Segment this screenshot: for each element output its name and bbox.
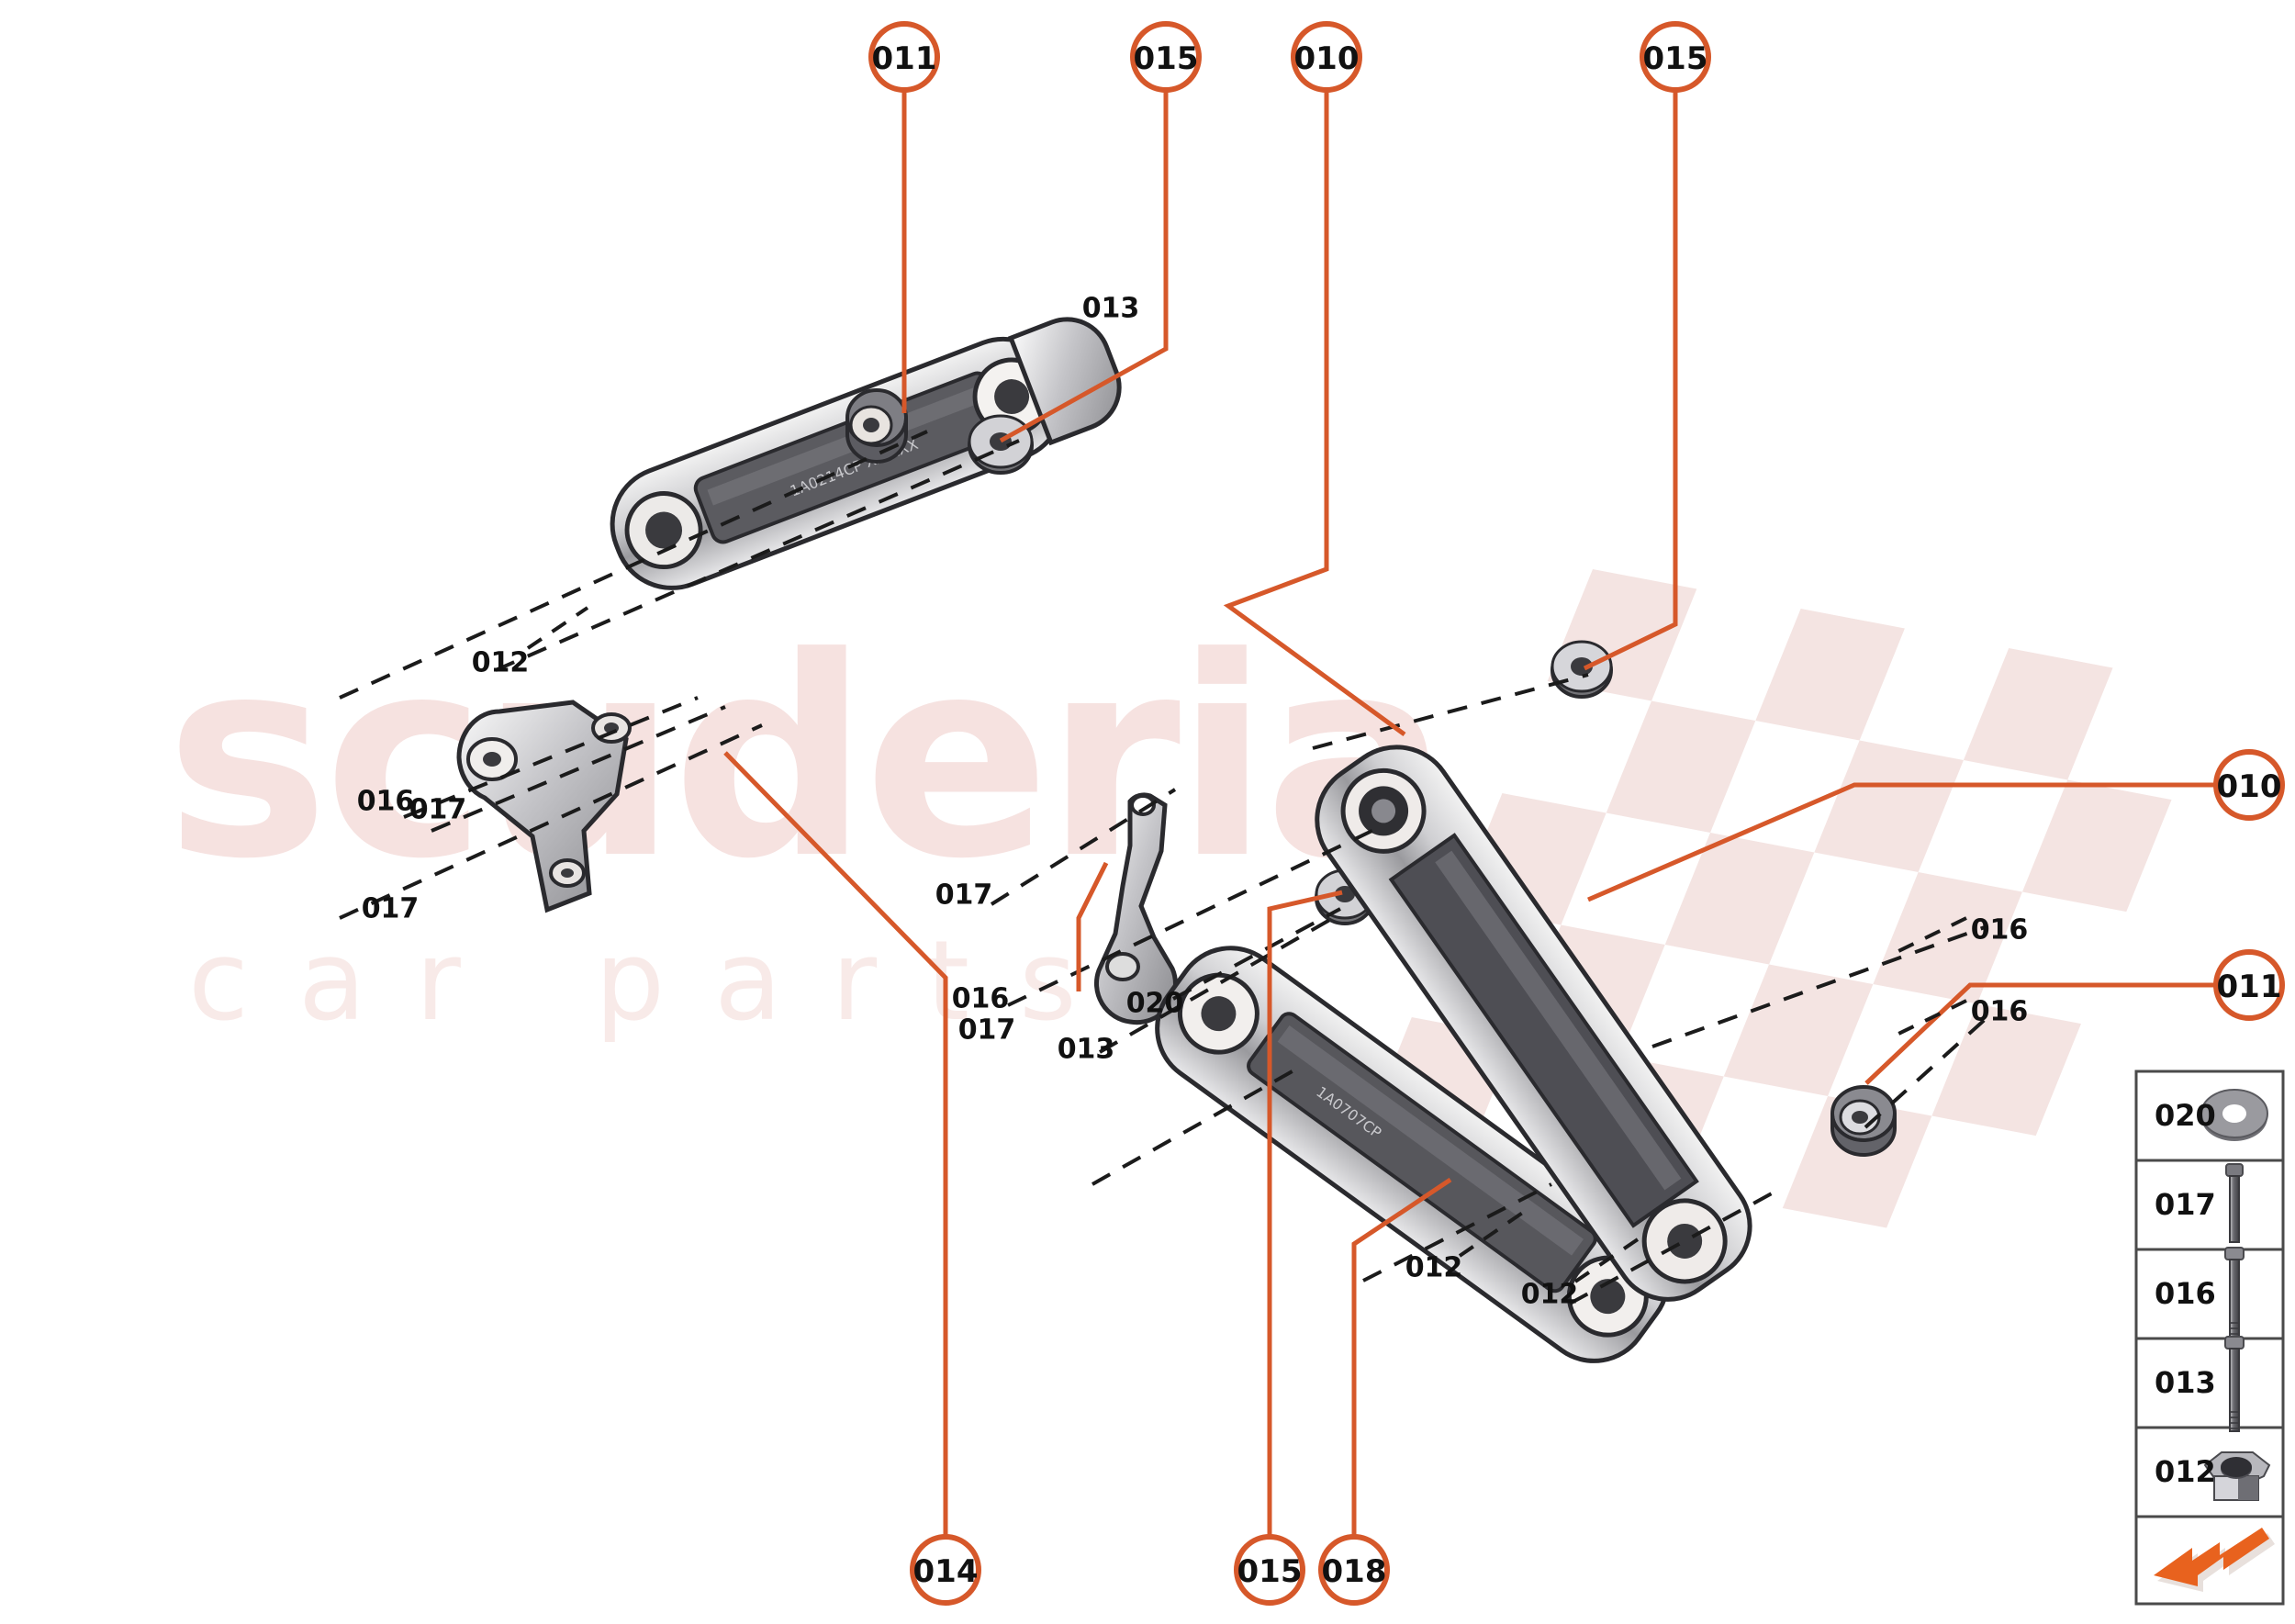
- part-bushing-right: [1830, 1085, 1897, 1157]
- callout-leader-lines: [723, 90, 2216, 1537]
- leader-label-016-right-a: 016: [1971, 914, 2029, 946]
- callout-018-bottom-label: 018: [1322, 1553, 1387, 1590]
- callout-015-top-right[interactable]: 015: [1640, 21, 1711, 93]
- callout-015-bottom-label: 015: [1237, 1553, 1303, 1590]
- leader-label-012-upper: 012: [472, 647, 530, 679]
- leader-label-016-left: 016: [357, 786, 415, 818]
- callout-015-top-left-label: 015: [1134, 40, 1199, 77]
- callout-011-right-label: 011: [2217, 969, 2282, 1005]
- leader-label-017-left-b: 017: [362, 893, 420, 925]
- leader-label-012-bottom-a: 012: [1405, 1252, 1463, 1284]
- small-label-leaders: [526, 606, 1967, 1283]
- callout-014-bottom-label: 014: [913, 1553, 979, 1590]
- part-washer-upper-right: [1551, 640, 1613, 699]
- callout-015-bottom[interactable]: 015: [1234, 1534, 1305, 1606]
- orange-arrow-icon: [2154, 1528, 2275, 1592]
- part-washer-top-left: [968, 414, 1034, 475]
- callout-010-top-label: 010: [1294, 40, 1360, 77]
- leader-label-017-mid-b: 017: [958, 1014, 1016, 1047]
- legend-label-016: 016: [2155, 1276, 2216, 1311]
- legend-panel: 020 017 016 013 012: [2134, 1070, 2285, 1606]
- part-bushing-top-left: [845, 388, 908, 464]
- callout-010-right-label: 010: [2217, 768, 2282, 805]
- leader-label-016-right-b: 016: [1971, 996, 2029, 1028]
- callout-bubbles[interactable]: 011 015 010 015 010 011 014 015: [868, 21, 2285, 1606]
- legend-label-020: 020: [2155, 1098, 2216, 1133]
- callout-015-top-right-label: 015: [1643, 40, 1708, 77]
- callout-014-bottom[interactable]: 014: [910, 1534, 981, 1606]
- leader-label-group: 013 012 016 017 017 017 016 017 013 020 …: [357, 293, 2029, 1311]
- leader-label-017-left-a: 017: [409, 794, 467, 826]
- callout-010-right[interactable]: 010: [2213, 749, 2285, 821]
- short-bolt-icon: [2225, 1163, 2244, 1243]
- callout-011-right[interactable]: 011: [2213, 949, 2285, 1021]
- callout-015-top-left[interactable]: 015: [1130, 21, 1202, 93]
- part-upper-left-arm: 1A0214CP XX XXX: [610, 317, 1122, 590]
- callout-011-top-label: 011: [872, 40, 937, 77]
- callout-010-top[interactable]: 010: [1291, 21, 1362, 93]
- washer-icon: [2200, 1089, 2268, 1141]
- leader-label-012-bottom-b: 012: [1521, 1279, 1579, 1311]
- leader-label-016-mid: 016: [952, 983, 1010, 1015]
- callout-011-top[interactable]: 011: [868, 21, 940, 93]
- flange-nut-icon: [2203, 1451, 2271, 1501]
- legend-label-013: 013: [2155, 1365, 2216, 1400]
- watermark-main-text: scuderia: [165, 599, 1444, 919]
- assembly-axis-lines: [339, 430, 1989, 1305]
- leader-label-013-top: 013: [1082, 293, 1140, 325]
- legend-label-012: 012: [2155, 1454, 2216, 1489]
- watermark-sub-text: car parts: [188, 918, 1126, 1046]
- leader-label-017-mid: 017: [935, 879, 993, 912]
- callout-018-bottom[interactable]: 018: [1318, 1534, 1390, 1606]
- legend-label-017: 017: [2155, 1187, 2216, 1222]
- leader-label-013-mid: 013: [1058, 1034, 1115, 1066]
- leader-label-020-mid: 020: [1126, 988, 1184, 1020]
- part-right-control-arm: [1315, 745, 1752, 1302]
- part-mounting-bracket-left: [456, 700, 632, 913]
- long-bolt-icon-2: [2224, 1336, 2245, 1432]
